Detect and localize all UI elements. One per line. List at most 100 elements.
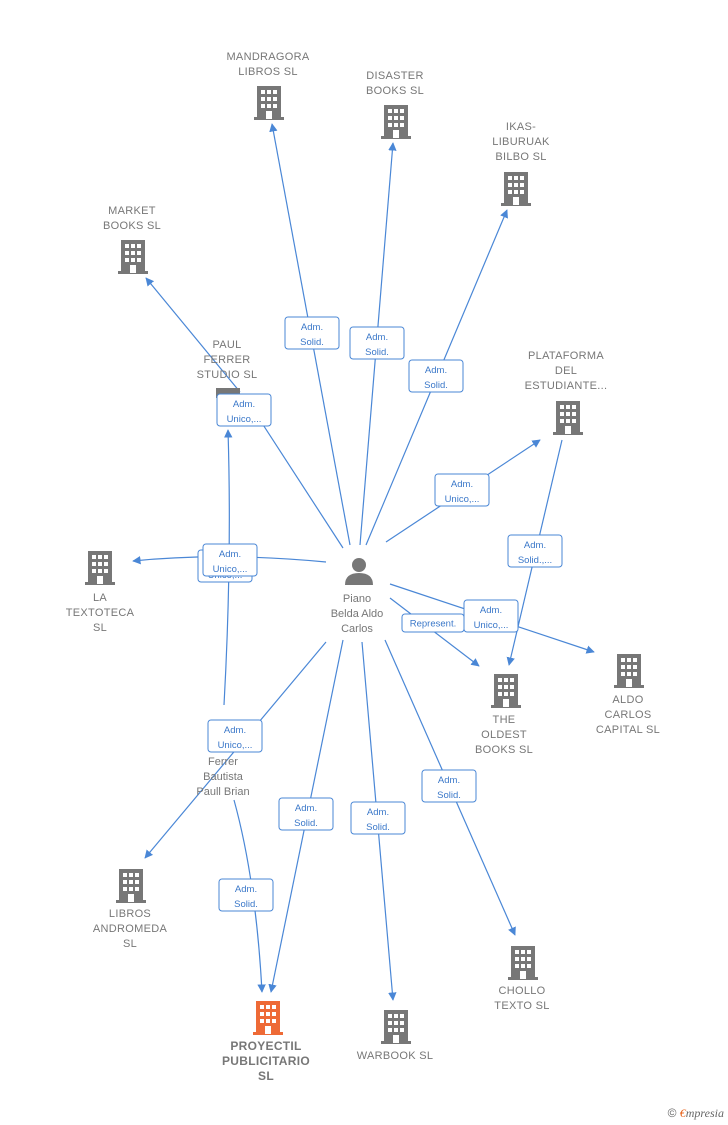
building-icon bbox=[116, 869, 146, 903]
edge-label-plataforma-to-oldest[interactable]: Adm.Solid.,... bbox=[507, 534, 563, 568]
company-name: CARLOS bbox=[604, 709, 651, 721]
building-icon bbox=[381, 105, 411, 139]
edge-label-text: Unico,... bbox=[474, 620, 509, 631]
company-node-disaster[interactable]: DISASTER BOOKS SL bbox=[366, 70, 424, 139]
building-icon bbox=[501, 172, 531, 206]
person-name: Ferrer bbox=[208, 756, 238, 768]
company-name: MARKET bbox=[108, 205, 156, 217]
edge-label-box bbox=[507, 534, 563, 568]
company-name: PLATAFORMA bbox=[528, 350, 604, 362]
person-icon bbox=[345, 558, 373, 585]
company-name: LIBURUAK bbox=[492, 136, 550, 148]
company-name: DISASTER bbox=[366, 70, 423, 82]
company-node-chollo[interactable]: CHOLLO TEXTO SL bbox=[494, 946, 549, 1012]
company-name: LIBROS bbox=[109, 908, 151, 920]
footer-brand: © €mpresia bbox=[668, 1106, 724, 1121]
copyright-symbol: © bbox=[667, 1106, 677, 1120]
company-name: STUDIO SL bbox=[197, 369, 258, 381]
company-name: THE bbox=[493, 714, 516, 726]
edge-label-text: Adm. bbox=[480, 605, 502, 616]
edge-label-text: Solid. bbox=[424, 380, 448, 391]
company-node-market[interactable]: MARKET BOOKS SL bbox=[103, 205, 161, 274]
edge-label-text: Adm. bbox=[367, 807, 389, 818]
person-name: Belda Aldo bbox=[331, 608, 384, 620]
company-name: PUBLICITARIO bbox=[222, 1054, 310, 1068]
company-node-warbook[interactable]: WARBOOK SL bbox=[357, 1010, 434, 1062]
edge-label-box bbox=[202, 543, 258, 577]
edge-label-secondary-to-proyectil[interactable]: Adm. Solid. bbox=[218, 878, 274, 912]
company-name: BOOKS SL bbox=[366, 85, 424, 97]
edge-label-box bbox=[421, 769, 477, 803]
company-name: OLDEST bbox=[481, 729, 527, 741]
edge-label-text: Solid.,... bbox=[518, 555, 552, 566]
edge-label-text: Solid. bbox=[294, 818, 318, 829]
edge-label-center-to-chollo[interactable]: Adm.Solid. bbox=[421, 769, 477, 803]
edge-label-text: Solid. bbox=[234, 899, 258, 910]
edge-label-center-to-aldo[interactable]: Adm. Unico,... bbox=[463, 599, 519, 633]
company-name: WARBOOK SL bbox=[357, 1050, 434, 1062]
company-name: ALDO bbox=[612, 694, 643, 706]
building-icon bbox=[118, 240, 148, 274]
company-name: CHOLLO bbox=[498, 985, 545, 997]
company-name: PAUL bbox=[212, 339, 241, 351]
person-name: Paull Brian bbox=[196, 786, 249, 798]
edge-label-center-to-oldest[interactable]: Represent. bbox=[401, 613, 465, 633]
building-icon bbox=[254, 86, 284, 120]
edge-label-center-to-warbook[interactable]: Adm.Solid. bbox=[350, 801, 406, 835]
edge-label-text: Unico,... bbox=[213, 564, 248, 575]
brand-logo-initial: € bbox=[679, 1106, 686, 1120]
company-node-plataforma[interactable]: PLATAFORMADELESTUDIANTE... bbox=[525, 350, 608, 435]
edge-label-center-to-proyectil[interactable]: Adm. Solid. bbox=[278, 797, 334, 831]
edge-label-box bbox=[284, 316, 340, 350]
edge-label-text: Unico,... bbox=[227, 414, 262, 425]
edge-label-text: Adm. bbox=[295, 803, 317, 814]
edge-label-center-to-ikas[interactable]: Adm. Solid. bbox=[408, 359, 464, 393]
company-name: ANDROMEDA bbox=[93, 923, 168, 935]
building-icon bbox=[508, 946, 538, 980]
person-name: Bautista bbox=[203, 771, 244, 783]
edge-paulferrer-to-market bbox=[145, 277, 241, 393]
edge-label-box bbox=[216, 393, 272, 427]
company-name: ESTUDIANTE... bbox=[525, 380, 608, 392]
edge-label-text: Adm. bbox=[233, 399, 255, 410]
edge-label-text: Adm. bbox=[425, 365, 447, 376]
edge-label-text: Adm. bbox=[301, 322, 323, 333]
building-icon bbox=[216, 388, 240, 398]
edge-label-box bbox=[278, 797, 334, 831]
edge-label-text: Adm. bbox=[366, 332, 388, 343]
company-name: LIBROS SL bbox=[238, 66, 298, 78]
edge-label-text: Adm. bbox=[235, 884, 257, 895]
company-name: IKAS- bbox=[506, 121, 536, 133]
company-name: TEXTOTECA bbox=[66, 607, 135, 619]
edge-label-center-to-disaster[interactable]: Adm.Solid. bbox=[349, 326, 405, 360]
company-name: TEXTO SL bbox=[494, 1000, 549, 1012]
edge-label-text: Solid. bbox=[300, 337, 324, 348]
edge-label-box bbox=[349, 326, 405, 360]
brand-logo-text: mpresia bbox=[685, 1106, 724, 1120]
edge-label-text: Adm. bbox=[438, 775, 460, 786]
edge-label-center-to-mandragora[interactable]: Adm. Solid. bbox=[284, 316, 340, 350]
edge-label-box bbox=[218, 878, 274, 912]
person-name: Carlos bbox=[341, 623, 373, 635]
company-name: LA bbox=[93, 592, 107, 604]
edge-label-secondary-to-andromeda[interactable]: Adm.Unico,... bbox=[207, 719, 263, 753]
edge-label-secondary-to-paulferrer[interactable]: Adm.Unico,... bbox=[202, 543, 258, 577]
building-icon bbox=[85, 551, 115, 585]
edge-label-center-to-paulferrer[interactable]: Adm. Unico,... bbox=[216, 393, 272, 427]
edge-label-box bbox=[207, 719, 263, 753]
building-icon bbox=[381, 1010, 411, 1044]
company-name: BOOKS SL bbox=[103, 220, 161, 232]
edge-label-center-to-plataforma[interactable]: Adm.Unico,... bbox=[434, 473, 490, 507]
